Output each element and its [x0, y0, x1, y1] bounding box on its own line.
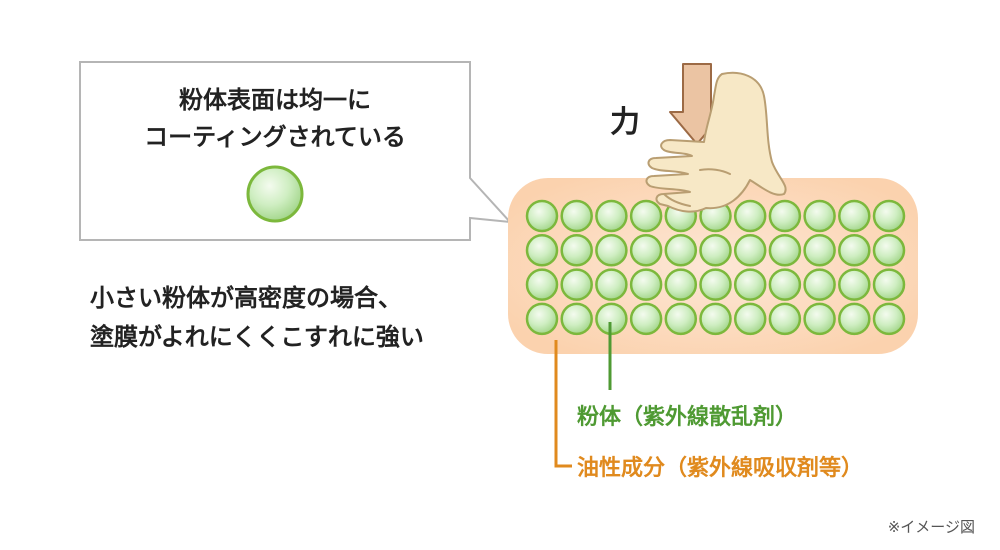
oil-label: 油性成分（紫外線吸収剤等） [577, 455, 863, 481]
powder-particle [560, 234, 593, 267]
powder-particle [525, 199, 559, 233]
powder-label: 粉体（紫外線散乱剤） [577, 404, 797, 430]
powder-particle [768, 234, 802, 267]
illustration-note: ※イメージ図 [888, 518, 975, 536]
powder-particle [560, 302, 593, 336]
powder-particle [733, 234, 767, 267]
powder-particle [629, 302, 663, 336]
powder-particle [872, 199, 906, 233]
callout-line-1: 粉体表面は均一に [179, 86, 371, 114]
powder-particle [838, 234, 871, 267]
callout-border [79, 61, 513, 241]
callout-line-2: コーティングされている [144, 123, 406, 151]
powder-particle [803, 234, 836, 267]
powder-particle [560, 199, 593, 233]
powder-particle [664, 234, 698, 267]
powder-particle [838, 268, 871, 301]
powder-particle [699, 268, 732, 301]
powder-particle [872, 302, 906, 336]
powder-particle [803, 302, 836, 336]
powder-particle [872, 234, 906, 267]
powder-particle [699, 302, 732, 336]
powder-particle [664, 302, 698, 336]
powder-particle [595, 234, 628, 267]
powder-particle [525, 268, 559, 301]
powder-particle [629, 234, 663, 267]
powder-particle [595, 268, 628, 301]
powder-particle [525, 302, 559, 336]
powder-particle [803, 199, 836, 233]
powder-particle [699, 234, 732, 267]
powder-particle [733, 268, 767, 301]
powder-particle [733, 199, 767, 233]
powder-particle [525, 234, 559, 267]
powder-particle [768, 199, 802, 233]
powder-particle [803, 268, 836, 301]
powder-particle [629, 199, 663, 233]
description-line-1: 小さい粉体が高密度の場合、 [90, 284, 402, 312]
oil-leader-line [554, 340, 572, 468]
description-line-2: 塗膜がよれにくくこすれに強い [90, 323, 424, 351]
powder-particle [768, 268, 802, 301]
callout-box: 粉体表面は均一に コーティングされている [79, 61, 513, 241]
powder-particle [768, 302, 802, 336]
powder-particle-grid [525, 199, 906, 336]
powder-particle [560, 268, 593, 301]
powder-particle [838, 302, 871, 336]
sample-powder-particle [246, 165, 304, 223]
powder-particle [629, 268, 663, 301]
pressing-hand-icon [645, 71, 787, 213]
powder-particle [664, 268, 698, 301]
powder-particle [733, 302, 767, 336]
powder-particle [595, 199, 628, 233]
force-label: 力 [610, 105, 640, 140]
powder-particle [872, 268, 906, 301]
powder-particle [838, 199, 871, 233]
